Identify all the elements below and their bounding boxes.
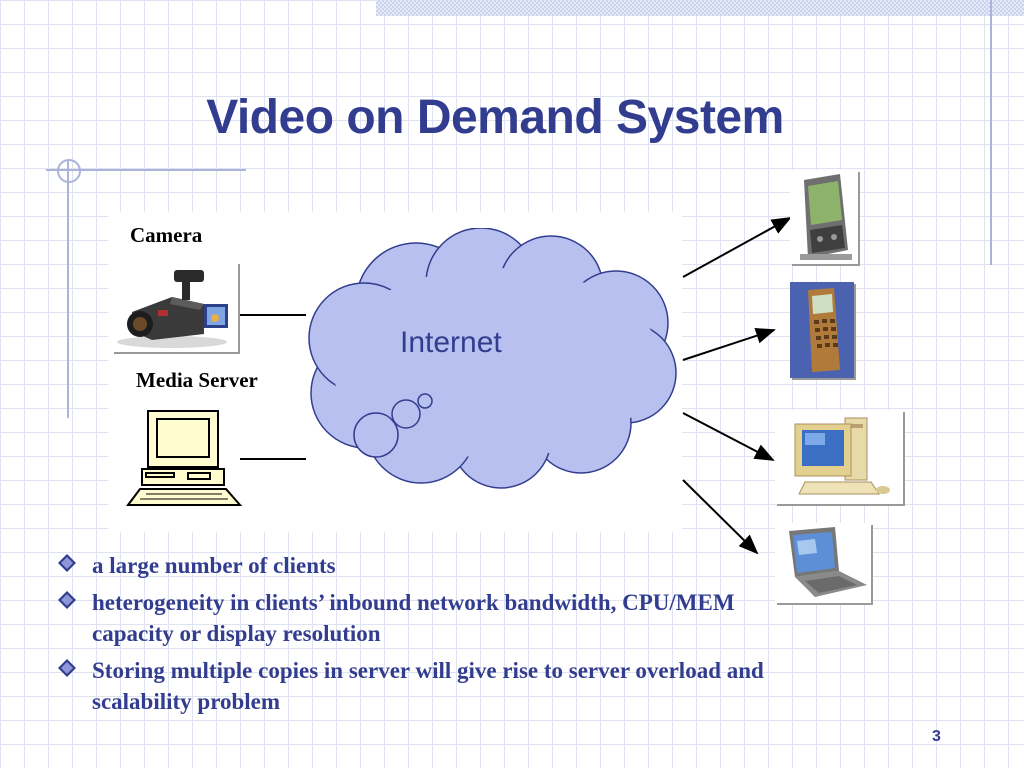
camcorder-icon — [117, 270, 228, 348]
internet-cloud — [308, 228, 677, 489]
pda-photo — [790, 170, 858, 264]
camera-label: Camera — [130, 223, 203, 247]
laptop-photo — [775, 523, 871, 603]
left-decorative-rule — [67, 160, 69, 418]
desktop-computer-icon — [126, 410, 243, 506]
arrow-to-pda — [682, 217, 792, 278]
slide-title: Video on Demand System — [206, 91, 784, 144]
horizontal-decorative-rule — [46, 169, 246, 171]
right-decorative-rule — [990, 0, 992, 265]
bullet-text: heterogeneity in clients’ inbound networ… — [92, 590, 735, 646]
bullet-text: a large number of clients — [92, 553, 336, 578]
top-decorative-bar — [376, 0, 1024, 16]
desktop-pc-icon — [794, 417, 890, 495]
arrow-to-phone — [682, 328, 776, 361]
diamond-bullet-icon — [58, 659, 76, 677]
arrow-to-laptop — [682, 479, 759, 555]
page-number: 3 — [932, 728, 941, 745]
bullet-item: Storing multiple copies in server will g… — [54, 655, 774, 717]
arrow-to-desktop — [682, 412, 775, 461]
bullet-item: a large number of clients — [54, 550, 774, 581]
bullet-text: Storing multiple copies in server will g… — [92, 658, 764, 714]
bullet-item: heterogeneity in clients’ inbound networ… — [54, 587, 774, 649]
media-server-label: Media Server — [136, 368, 258, 392]
bullet-list: a large number of clients heterogeneity … — [54, 550, 774, 723]
rule-circle-ornament — [57, 159, 81, 183]
diamond-bullet-icon — [58, 591, 76, 609]
camera-photo — [112, 262, 238, 352]
internet-label: Internet — [400, 326, 502, 359]
diamond-bullet-icon — [58, 554, 76, 572]
mobile-phone-icon — [790, 282, 854, 378]
phone-photo — [790, 282, 854, 378]
desktop-photo — [775, 410, 903, 504]
laptop-icon — [789, 527, 867, 597]
pda-icon — [800, 174, 852, 260]
